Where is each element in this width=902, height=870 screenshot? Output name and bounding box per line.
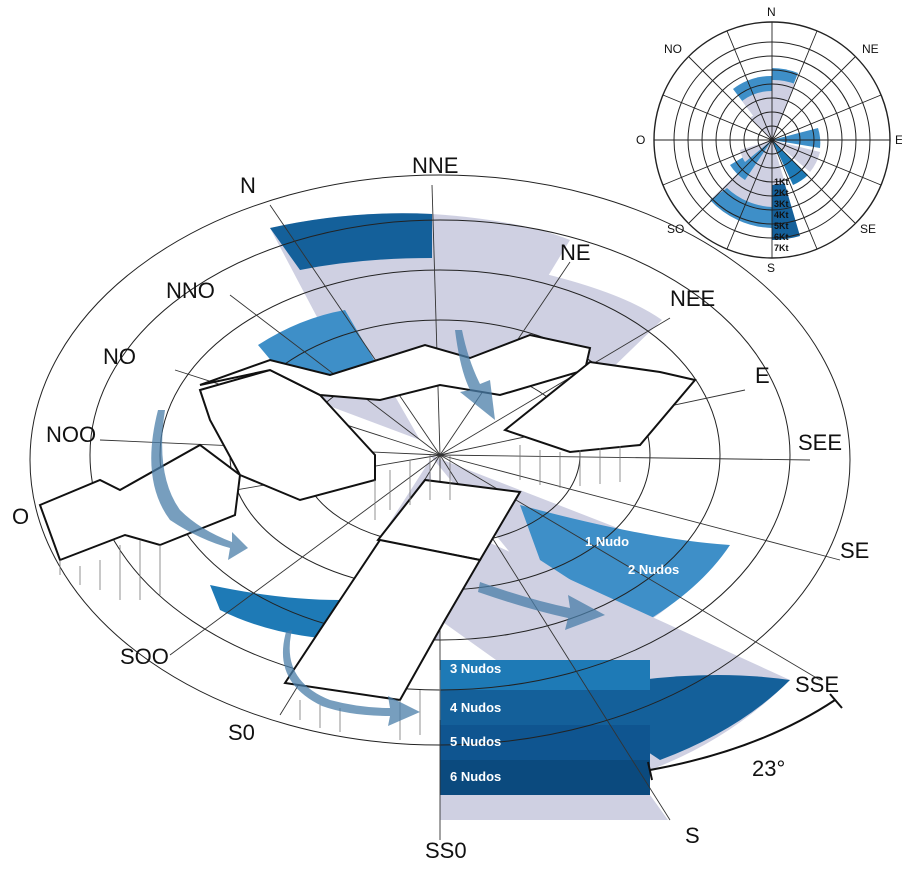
angle-label: 23° <box>752 756 785 781</box>
small-petal-e <box>772 128 821 148</box>
sector-nne-right <box>432 214 570 360</box>
dir-label-s: S <box>685 823 700 848</box>
kt-label-1: 1Kt <box>774 177 789 187</box>
sector-s-stack-4 <box>440 760 650 795</box>
dir-label-see: SEE <box>798 430 842 455</box>
dir-label-n: N <box>240 173 256 198</box>
small-dir-s: S <box>767 261 775 275</box>
small-dir-so: SO <box>667 222 684 236</box>
knot-labels: 1 Nudo 2 Nudos 3 Nudos 4 Nudos 5 Nudos 6… <box>450 534 679 784</box>
kt-label-6: 6Kt <box>774 232 789 242</box>
roof-north-block <box>199 333 592 402</box>
sector-nne-band <box>270 213 432 270</box>
kt-label-4: 4Kt <box>774 210 789 220</box>
sector-s-tail <box>440 795 668 820</box>
small-petal-nw <box>750 112 772 140</box>
sector-s-stack-1 <box>440 660 650 690</box>
knot-label-5: 5 Nudos <box>450 734 501 749</box>
dir-label-ne: NE <box>560 240 591 265</box>
knot-label-2: 2 Nudos <box>628 562 679 577</box>
sector-s-stack-3 <box>440 725 650 760</box>
kt-label-7: 7Kt <box>774 243 789 253</box>
arrow-southeast <box>478 582 605 630</box>
dir-label-noo: NOO <box>46 422 96 447</box>
dir-label-ss0: SS0 <box>425 838 467 863</box>
small-rose-radials <box>654 22 890 258</box>
main-direction-labels: N NNE NE NEE E SEE SE SSE S SS0 S0 SOO O… <box>12 153 869 863</box>
small-petal-ssw-band <box>710 188 772 228</box>
arrow-south <box>282 630 420 726</box>
arrow-west <box>151 410 248 560</box>
knot-label-1: 1 Nudo <box>585 534 629 549</box>
roof-east-wing <box>502 360 697 454</box>
knot-label-6: 6 Nudos <box>450 769 501 784</box>
dir-label-o: O <box>12 504 29 529</box>
small-dir-ne: NE <box>862 42 879 56</box>
small-petal-wsw <box>740 140 772 162</box>
dir-label-s0: S0 <box>228 720 255 745</box>
wind-arrows <box>151 330 605 726</box>
kt-label-3: 3Kt <box>774 199 789 209</box>
dir-label-nee: NEE <box>670 286 715 311</box>
small-dir-no: NO <box>664 42 682 56</box>
small-dir-n: N <box>767 5 776 19</box>
dir-label-soo: SOO <box>120 644 169 669</box>
small-dir-e: E <box>895 133 902 147</box>
arrow-north <box>455 330 495 420</box>
dir-label-nno: NNO <box>166 278 215 303</box>
dir-label-no: NO <box>103 344 136 369</box>
knot-label-4: 4 Nudos <box>450 700 501 715</box>
dir-label-nne: NNE <box>412 153 458 178</box>
small-petal-s-light <box>772 140 785 185</box>
sector-s-stack-2 <box>440 690 650 725</box>
kt-label-5: 5Kt <box>774 221 789 231</box>
small-dir-se: SE <box>860 222 876 236</box>
small-wind-rose: N NE E SE S SO O NO 1Kt 2Kt 3Kt 4Kt 5Kt … <box>636 5 902 275</box>
angle-arc <box>649 699 836 771</box>
dir-label-se: SE <box>840 538 869 563</box>
dir-label-e: E <box>755 363 770 388</box>
kt-label-2: 2Kt <box>774 188 789 198</box>
small-dir-o: O <box>636 133 645 147</box>
dir-label-sse: SSE <box>795 672 839 697</box>
knot-label-3: 3 Nudos <box>450 661 501 676</box>
